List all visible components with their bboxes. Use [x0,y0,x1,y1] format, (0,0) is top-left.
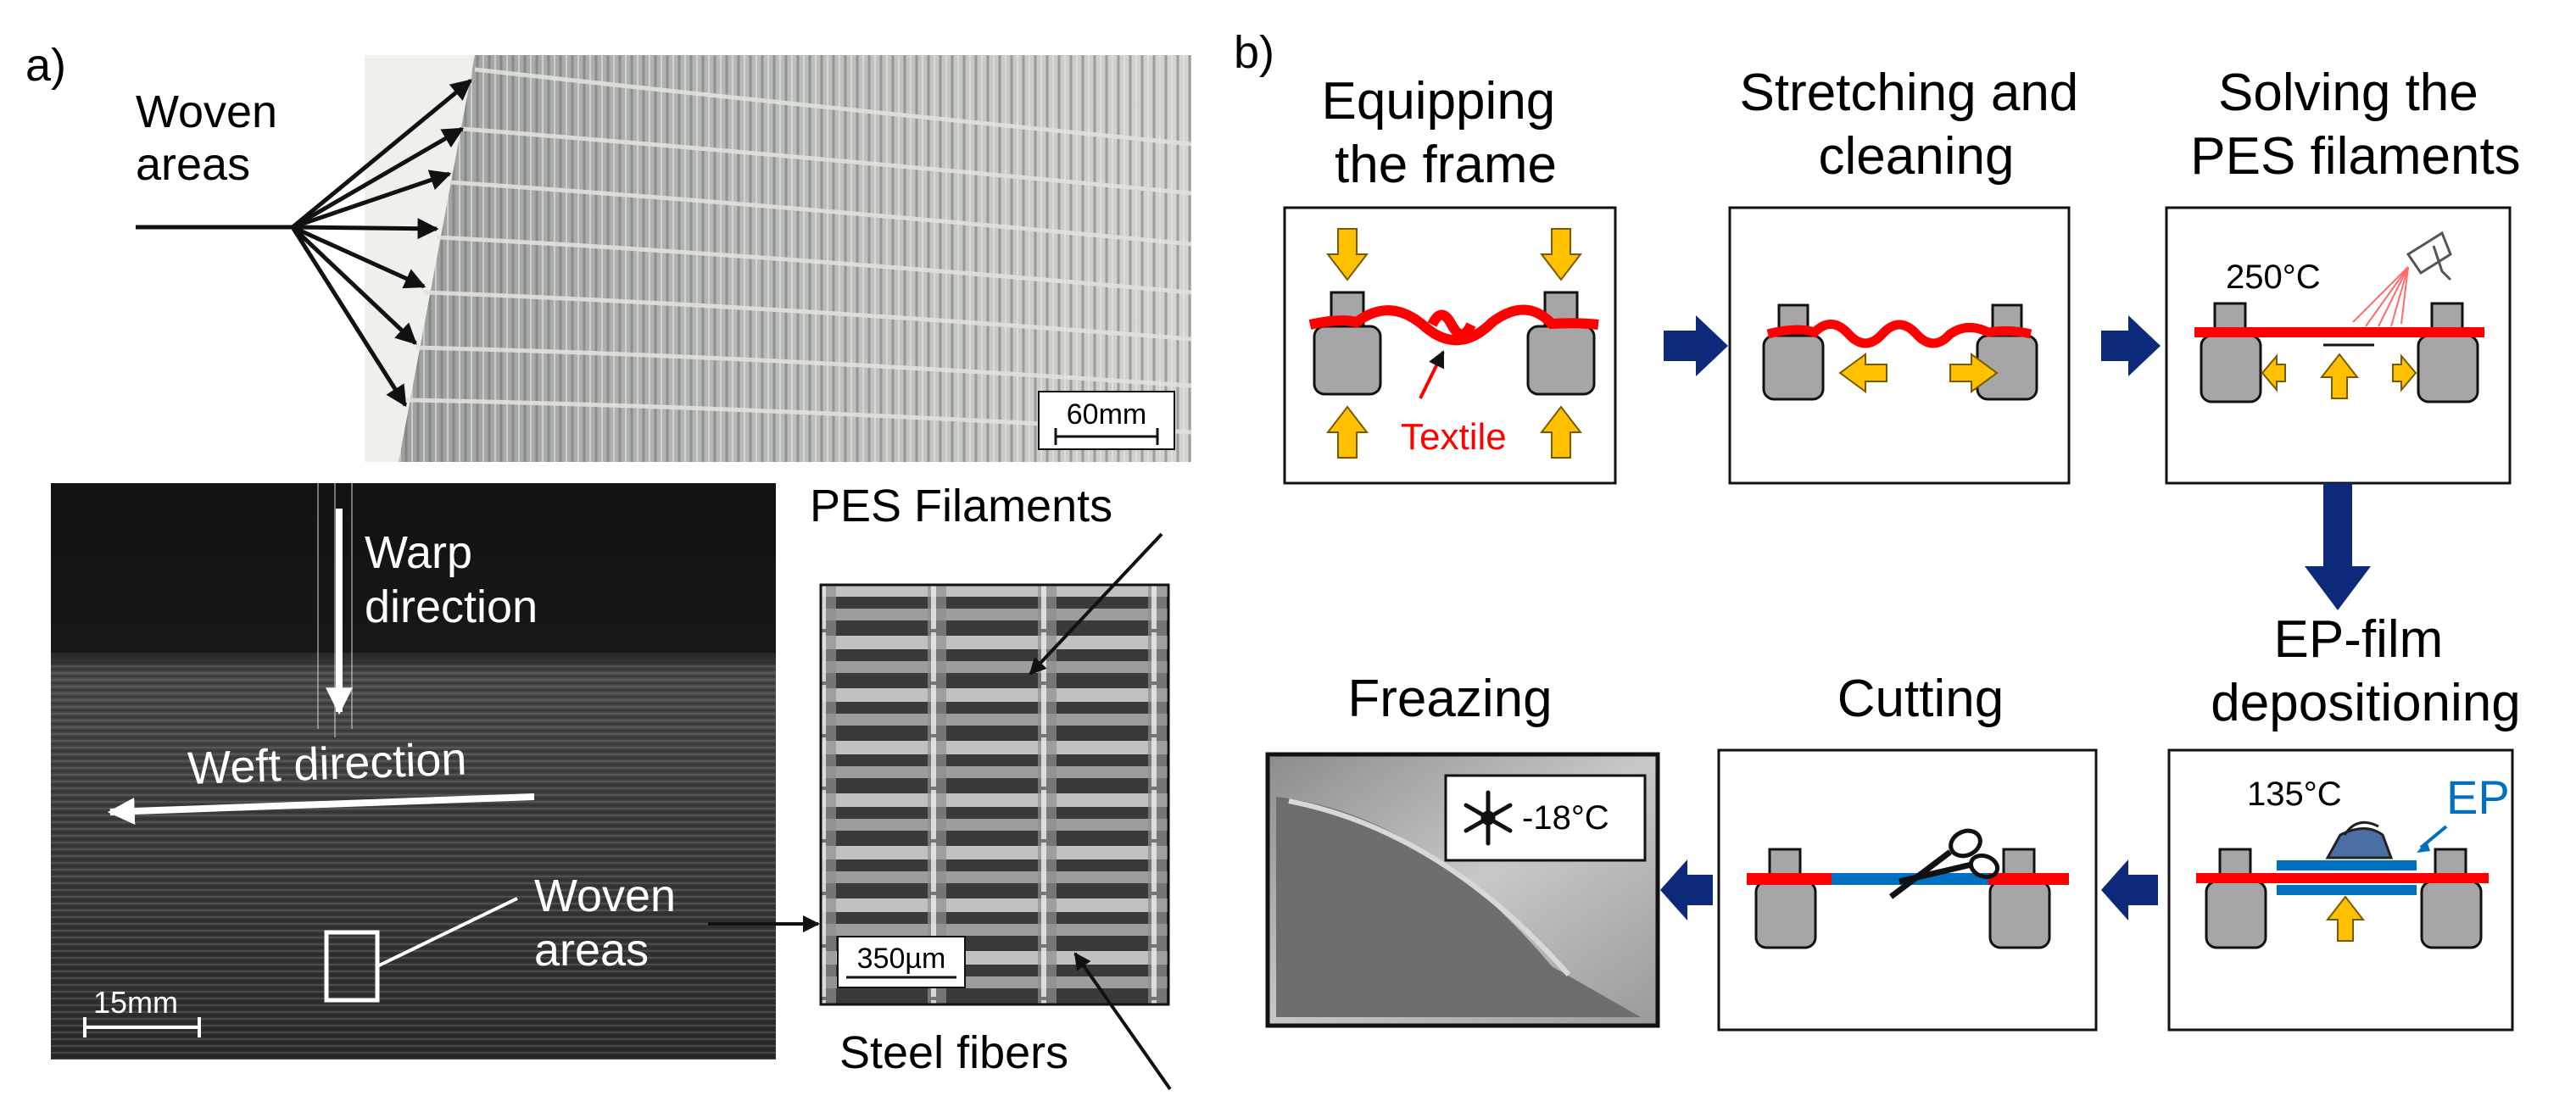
step-1-content: Textile [1308,228,1599,459]
arrow-1-2 [1664,315,1728,376]
step-2-title-line1: Stretching and [1739,64,2078,122]
woven-areas-label-bottom-line1: Woven [534,870,676,921]
step-3-temp: 250°C [2226,259,2321,296]
arrow-up-left [1325,405,1369,459]
weft-label: Weft direction [187,734,467,794]
warp-label-line1: Warp [365,527,472,578]
arrow-right [1949,353,1999,393]
pes-filaments-label: PES Filaments [810,481,1112,531]
steel-fibers-pointer [1073,952,1172,1091]
fabric-photo: Warp direction Weft direction Woven area… [51,483,776,1060]
arrow-down-left [1325,228,1369,281]
step-1-title: Equipping the frame [1321,72,1570,194]
arrow-2-3 [2101,315,2161,376]
steel-fibers-label: Steel fibers [839,1027,1068,1078]
textile-label: Textile [1401,416,1507,458]
step-1-title-line2: the frame [1335,136,1557,194]
step-2-title-line2: cleaning [1819,127,2015,186]
snowflake-icon [1464,790,1513,846]
woven-pointer-arrows [136,79,472,408]
step-6-content: -18°C [1276,774,1647,1017]
step-5-title: Cutting [1837,670,2004,728]
woven-areas-label-bottom-line2: areas [534,925,649,976]
micro-photo: 350µm [819,583,1170,1006]
step-6-title: Freazing [1347,670,1552,728]
woven-photo: 60mm [365,55,1192,462]
step-2-title: Stretching and cleaning [1739,64,2093,186]
woven-photo-scale: 60mm [1067,398,1146,431]
woven-areas-label-top: Woven areas [136,86,290,190]
warp-label: Warp direction [365,527,538,632]
step-3-title-line2: PES filaments [2190,127,2520,186]
step-4-title-line2: depositioning [2211,674,2520,732]
process-arrows [1660,315,2371,921]
woven-areas-label-bottom: Woven areas [534,870,689,976]
arrow-up-right [1539,405,1583,459]
iron-icon [2325,820,2394,859]
woven-areas-label-top-line1: Woven [136,86,277,137]
arrow-3-4 [2305,483,2371,610]
arrow-5-6 [1660,859,1713,921]
step-4-title-line1: EP-film [2273,610,2443,669]
warp-label-line2: direction [365,581,538,632]
step-3-content: 250°C [2194,231,2484,403]
step-4-title: EP-film depositioning [2211,610,2520,732]
pes-filaments-pointer [1029,532,1163,676]
micro-photo-scale: 350µm [857,943,946,975]
step-2-content [1762,303,2038,401]
woven-areas-label-top-line2: areas [136,139,250,190]
step-6-temp: -18°C [1522,799,1609,837]
arrow-4-5 [2101,859,2158,921]
arrow-down-right [1539,228,1583,281]
step-3-title-line1: Solving the [2218,64,2478,122]
fabric-photo-scale: 15mm [93,985,178,1020]
arrow-left [1838,353,1887,393]
step-5-content [1747,828,2069,949]
heat-gun-icon [2352,231,2452,327]
scissors-icon [1888,828,2000,899]
step-3-title: Solving the PES filaments [2190,64,2520,186]
panel-b-label: b) [1234,27,1274,78]
panel-a-label: a) [25,40,66,91]
ep-label: EP [2446,770,2510,824]
step-1-title-line1: Equipping [1321,72,1555,131]
step-4-content: 135°C EP [2196,770,2510,949]
step-4-temp: 135°C [2247,776,2342,813]
